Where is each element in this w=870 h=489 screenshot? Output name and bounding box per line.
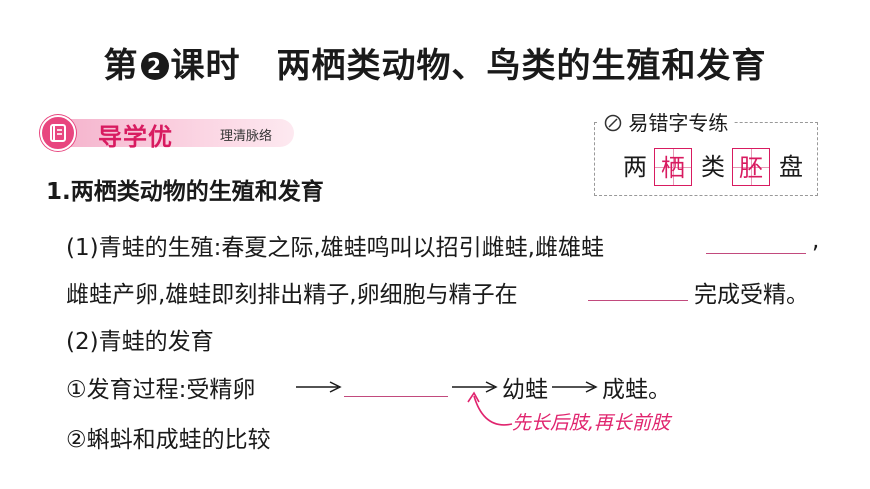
- process-end: 成蛙。: [602, 377, 671, 403]
- lesson-number-badge: 2: [140, 52, 169, 80]
- item1-line2-b: 完成受精。: [694, 282, 809, 308]
- section-banner: 导学优 理清脉络: [40, 115, 300, 151]
- book-icon: [40, 115, 76, 151]
- pencil-icon: [604, 111, 628, 135]
- process-mid: 幼蛙: [502, 377, 548, 403]
- item1-line1-comma: ,: [812, 228, 820, 254]
- char-2-highlight: 栖: [654, 148, 692, 186]
- char-5: 盘: [779, 153, 803, 181]
- char-1: 两: [623, 153, 647, 181]
- answer-blank-1[interactable]: [706, 253, 806, 254]
- char-3: 类: [701, 153, 725, 181]
- section-heading-text: 两栖类动物的生殖和发育: [70, 179, 324, 205]
- lesson-prefix: 第: [103, 46, 139, 86]
- section-heading: 1.两栖类动物的生殖和发育: [46, 172, 324, 206]
- handwritten-note: 先长后肢,再长前肢: [512, 412, 671, 434]
- banner-background: [64, 119, 294, 147]
- typo-practice-title: 易错字专练: [628, 111, 729, 135]
- item1-line1: (1)青蛙的生殖:春夏之际,雄蛙鸣叫以招引雌蛙,雌雄蛙: [66, 235, 604, 261]
- lesson-topic: 两栖类动物、鸟类的生殖和发育: [276, 46, 767, 86]
- arrow-icon: [552, 381, 598, 393]
- char-4-highlight: 胚: [732, 148, 770, 186]
- lesson-suffix: 课时: [170, 46, 241, 86]
- item1-line2-a: 雌蛙产卵,雄蛙即刻排出精子,卵细胞与精子在: [66, 282, 518, 308]
- arrow-icon: [452, 381, 498, 393]
- answer-blank-3[interactable]: [344, 396, 448, 397]
- compare-heading: ②蝌蚪和成蛙的比较: [66, 427, 271, 453]
- answer-blank-2[interactable]: [588, 300, 688, 301]
- annotation-curve-icon: [467, 391, 513, 426]
- section-number: 1.: [46, 179, 71, 205]
- banner-title: 导学优: [98, 123, 173, 151]
- process-label: ①发育过程:受精卵: [66, 377, 256, 403]
- banner-subtitle: 理清脉络: [220, 129, 273, 144]
- item2-heading: (2)青蛙的发育: [66, 329, 214, 355]
- arrow-icon: [296, 381, 342, 393]
- typo-practice-label: 易错字专练: [598, 110, 735, 136]
